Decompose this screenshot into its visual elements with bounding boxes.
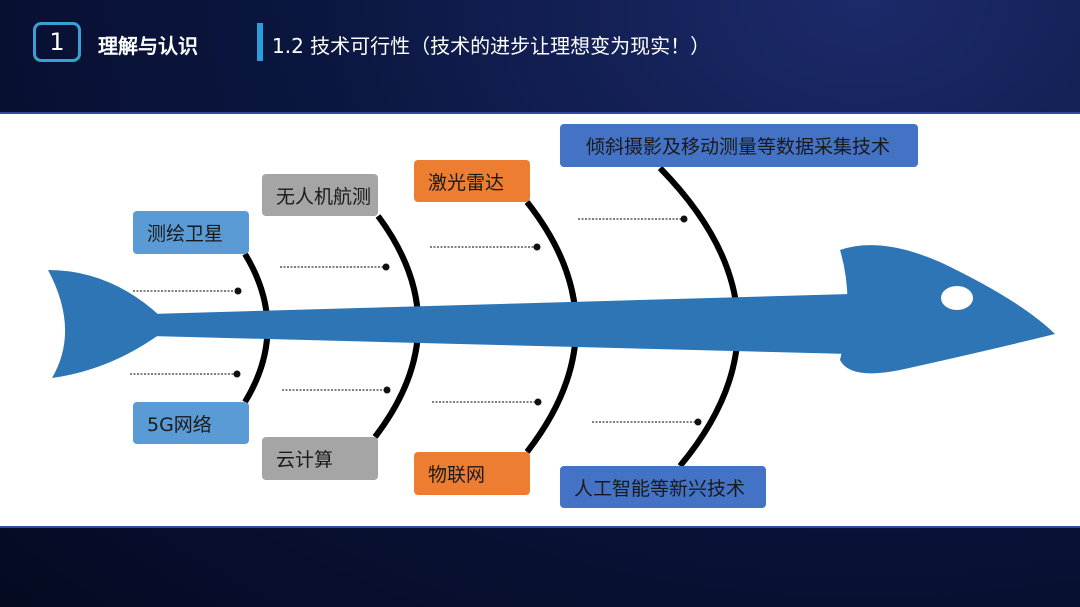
- label-iot: 物联网: [414, 452, 530, 495]
- accent-bar: [257, 23, 263, 61]
- label-data-collection: 倾斜摄影及移动测量等数据采集技术: [560, 124, 918, 167]
- slide-header: 1 理解与认识 1.2 技术可行性（技术的进步让理想变为现实！）: [0, 0, 1080, 100]
- label-cloud-computing: 云计算: [262, 437, 378, 480]
- dot: [694, 418, 702, 426]
- label-survey-satellite: 测绘卫星: [133, 211, 249, 254]
- fish-head: [840, 245, 1055, 374]
- dot: [534, 398, 542, 406]
- label-lidar: 激光雷达: [414, 160, 530, 202]
- minor-bone-dots: [233, 215, 702, 426]
- dot: [383, 386, 391, 394]
- section-number: 1: [33, 22, 81, 62]
- dot: [233, 370, 241, 378]
- label-drone-survey: 无人机航测: [262, 174, 378, 216]
- section-title: 理解与认识: [98, 34, 198, 58]
- fish-tail: [48, 270, 160, 378]
- dot: [382, 263, 390, 271]
- slide-subtitle: 1.2 技术可行性（技术的进步让理想变为现实！）: [272, 34, 711, 58]
- dot: [533, 243, 541, 251]
- fish: [48, 245, 1055, 378]
- dot: [680, 215, 688, 223]
- label-5g-network: 5G网络: [133, 402, 249, 444]
- fish-spine: [150, 294, 850, 354]
- dot: [234, 287, 242, 295]
- label-ai: 人工智能等新兴技术: [560, 466, 766, 508]
- fish-eye: [941, 286, 973, 310]
- minor-bones: [130, 218, 698, 423]
